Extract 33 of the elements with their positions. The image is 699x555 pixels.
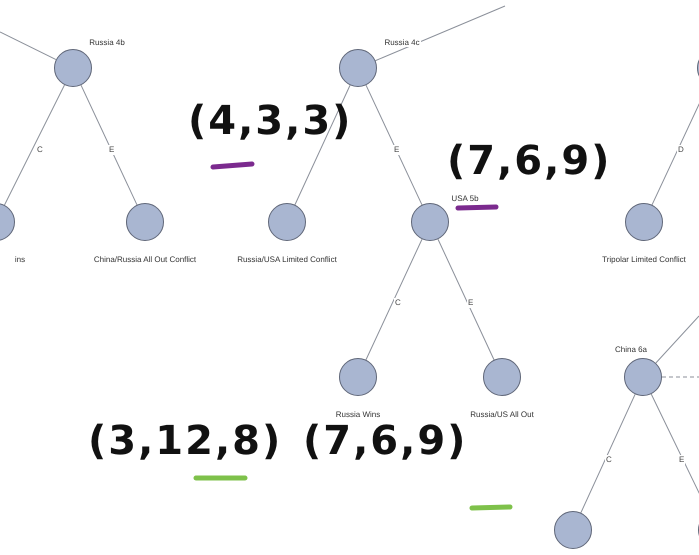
handwritten-note: (7,6,9) bbox=[303, 418, 468, 464]
node-label: Russia/US All Out bbox=[469, 410, 535, 419]
branch-line bbox=[294, 84, 351, 206]
edge-label: C bbox=[36, 145, 44, 155]
edge-label: C bbox=[605, 455, 613, 465]
branch-line bbox=[438, 238, 494, 360]
branch-line bbox=[366, 238, 422, 360]
branch-line bbox=[80, 84, 138, 206]
edge-label: E bbox=[393, 145, 400, 155]
edge-label: E bbox=[678, 455, 686, 465]
branch-line bbox=[366, 84, 422, 206]
edge-label: D bbox=[677, 145, 685, 155]
node-label: USA 5b bbox=[450, 194, 480, 203]
node-label: Russia 4c bbox=[383, 38, 421, 47]
node-label: Russia Wins bbox=[334, 410, 382, 419]
branch-line bbox=[580, 394, 636, 514]
edge-label: C bbox=[394, 298, 402, 308]
branch-line bbox=[375, 6, 506, 62]
branch-line bbox=[0, 32, 56, 60]
handwritten-note: (4,3,3) bbox=[188, 98, 352, 144]
node-label: Russia 4b bbox=[88, 38, 126, 47]
handwritten-note: (7,6,9) bbox=[447, 138, 612, 184]
node-label: ins bbox=[14, 255, 26, 264]
branch-line bbox=[4, 84, 65, 206]
handwritten-note: (3,12,8) bbox=[88, 418, 282, 464]
node-label: China/Russia All Out Conflict bbox=[92, 255, 198, 264]
node-label: China 6a bbox=[614, 345, 648, 354]
edge-label: E bbox=[108, 145, 116, 155]
branch-line bbox=[655, 316, 699, 364]
dashed-branch-line bbox=[662, 376, 699, 378]
node-label: Russia/USA Limited Conflict bbox=[236, 255, 338, 264]
edge-label: E bbox=[467, 298, 474, 308]
node-label: Tripolar Limited Conflict bbox=[601, 255, 687, 264]
